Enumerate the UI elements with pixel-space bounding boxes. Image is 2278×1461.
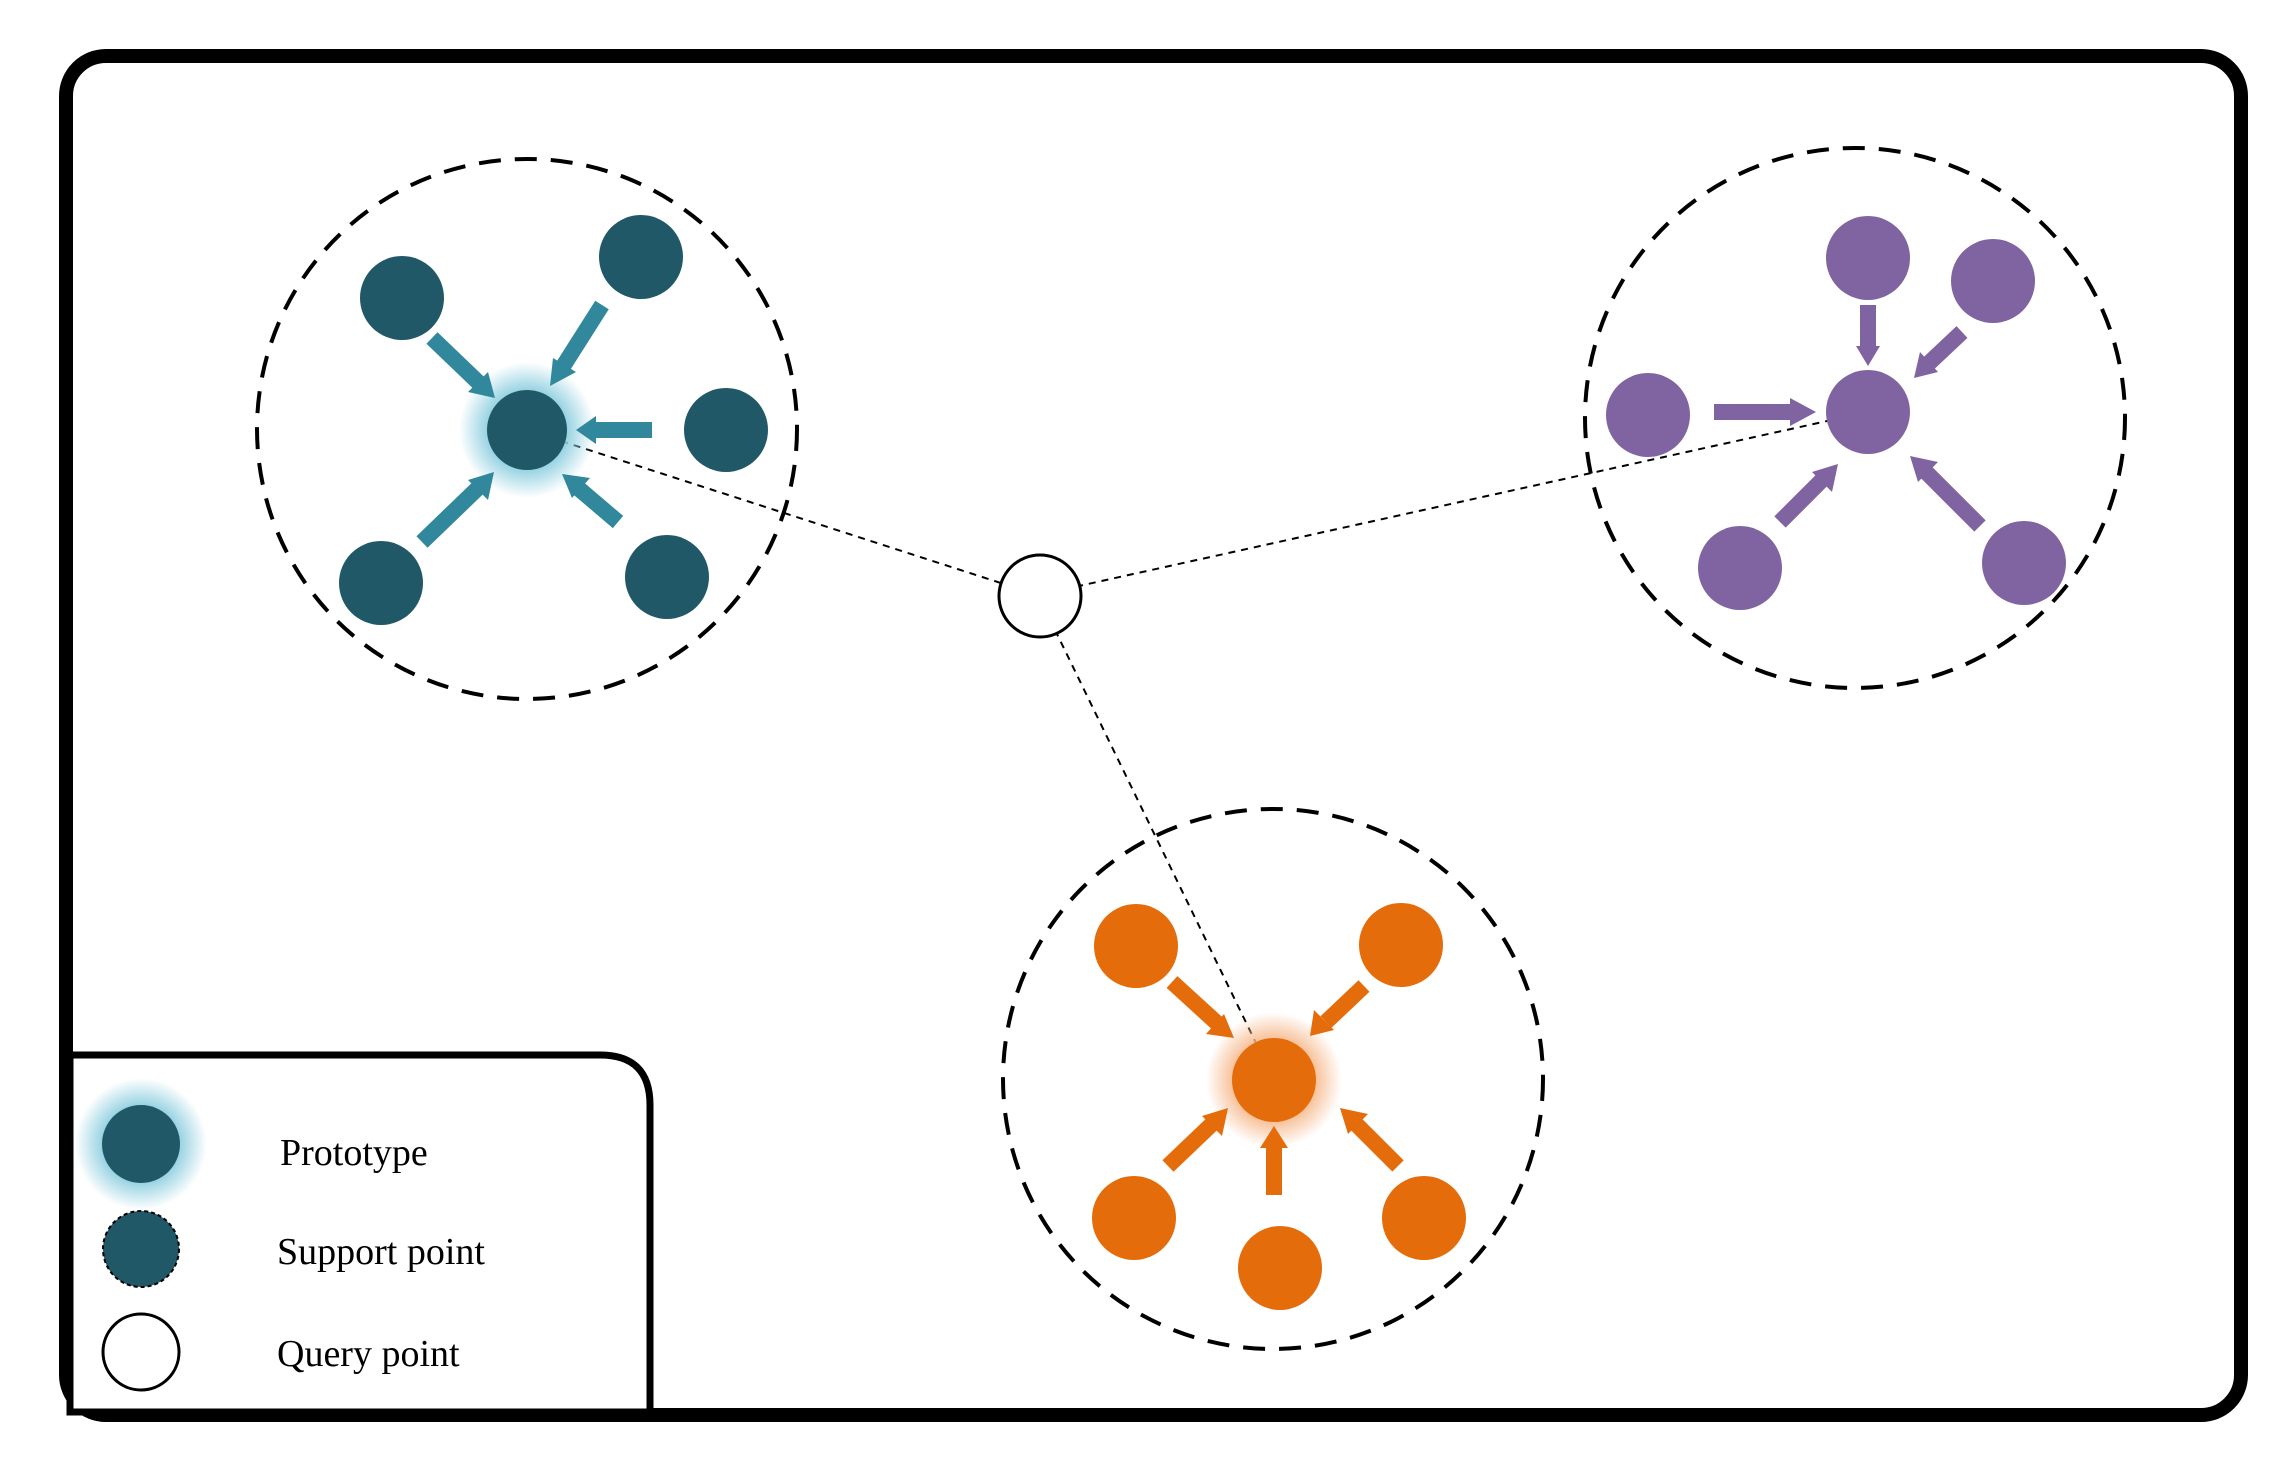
legend: Prototype Support point Query point [66, 1051, 654, 1416]
legend-label-support-point: Support point [277, 1231, 485, 1273]
legend-label-prototype: Prototype [280, 1132, 428, 1174]
support-point-icon [102, 1210, 180, 1288]
support-point-purple [1826, 216, 1910, 300]
cluster-purple [1583, 146, 2127, 690]
distance-lines [526, 411, 1869, 1081]
distance-line-teal [526, 429, 1039, 596]
support-point-purple [1982, 521, 2066, 605]
support-point-teal [339, 541, 423, 625]
support-point-purple [1698, 526, 1782, 610]
support-point-teal [360, 256, 444, 340]
query-point-icon [101, 1312, 181, 1392]
support-point-orange [1359, 903, 1443, 987]
support-point-teal [599, 215, 683, 299]
support-point-purple [1951, 239, 2035, 323]
arrows-teal [416, 300, 652, 548]
prototype-orange [1232, 1038, 1316, 1122]
arrows-purple [1714, 305, 1986, 532]
support-point-orange [1094, 904, 1178, 988]
support-point-orange [1238, 1226, 1322, 1310]
legend-box [66, 1051, 654, 1416]
prototype-purple [1826, 370, 1910, 454]
arrows-orange [1162, 976, 1404, 1195]
cluster-boundary-orange [1001, 807, 1545, 1351]
legend-label-query-point: Query point [277, 1333, 460, 1375]
support-point-purple [1606, 373, 1690, 457]
support-point-orange [1092, 1176, 1176, 1260]
prototype-teal [487, 390, 567, 470]
cluster-boundary-teal [255, 157, 799, 701]
support-point-teal [625, 535, 709, 619]
cluster-boundary-purple [1583, 146, 2127, 690]
cluster-orange [1001, 807, 1545, 1351]
query-point [997, 553, 1083, 639]
distance-line-purple [1037, 411, 1869, 596]
prototype-icon [102, 1105, 180, 1183]
cluster-teal [255, 157, 799, 701]
support-point-teal [684, 388, 768, 472]
support-point-orange [1382, 1176, 1466, 1260]
